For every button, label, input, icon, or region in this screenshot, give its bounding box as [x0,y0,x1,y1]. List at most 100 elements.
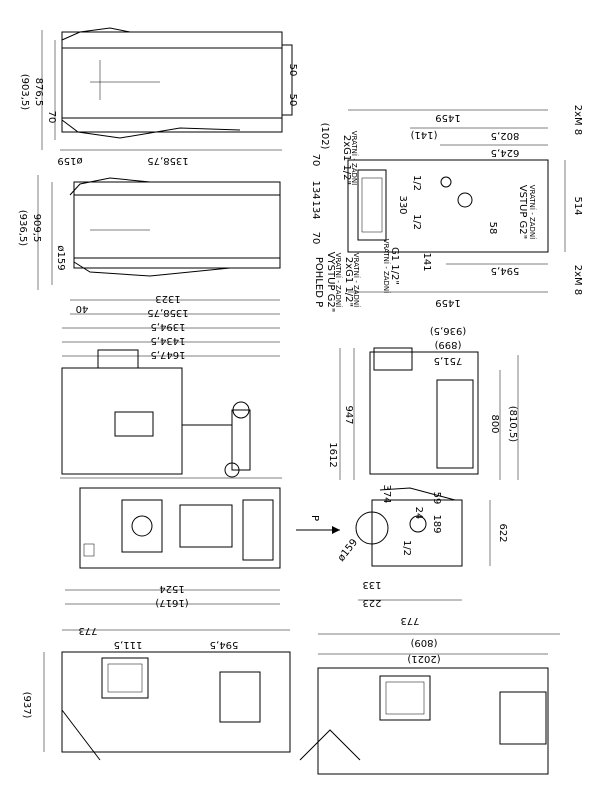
plan-outline [79,487,281,569]
lower-left-outline [61,651,291,753]
dim-141b: 141 [421,252,432,271]
outlet-connection [440,176,452,188]
rear-flue-box [357,169,387,241]
front-door [436,379,474,469]
lower-right-window [379,675,431,721]
label-g12-mid-sub: VRATNÍ - ZADNÍ [382,239,391,293]
dim-1434: 1434,5 [151,335,186,346]
front-burner [114,411,154,437]
dim-899: (899) [434,339,461,350]
dim-936-front: (936,5) [430,325,467,336]
hopper-lid [61,27,131,41]
front-boiler-top [373,347,413,371]
dim-59: 59 [431,492,442,505]
dim-594b: 594,5 [210,639,239,650]
dim-622: 622 [497,523,508,542]
feed-pipe [61,119,241,139]
front-fan-top [232,401,250,419]
dim-1459-bot: 1459 [435,297,460,308]
dim-12: 1/2 [401,540,412,556]
plan-panel [83,543,95,557]
label-pohled: POHLED P [313,257,324,307]
dim-800: 800 [489,414,500,433]
dim-70a: 70 [310,154,321,167]
dim-1459-top: 1459 [435,112,460,123]
lower-left-chute [61,709,101,761]
lower-right-window-inner [385,681,425,715]
dim-809: (809) [410,637,437,648]
label-vstup-sub: VRATNÍ - ZADNÍ [528,185,537,239]
dim-159: ø159 [57,155,82,166]
dim-2xm8-top: 2xM 8 [572,105,583,135]
dim-1323: 1323 [155,293,180,304]
dim-159b: ø159 [55,245,66,270]
view-side-right: P 374 59 24 189 1/2 ø159 622 133 223 773 [296,484,508,626]
dim-1358b: 1358,75 [147,307,188,318]
dim-936: (936,5) [17,210,28,247]
dim-909: 909,5 [31,214,42,243]
label-p: P [309,515,320,521]
dim-1617: (1617) [155,597,188,608]
dim-1394: 1394,5 [151,321,186,332]
dim-70: 70 [46,111,57,124]
view-right-top: 1459 (141) 802,5 624,5 2xM 8 514 (102) 2… [310,105,583,313]
rear-flue-inner [361,177,383,233]
dim-1647: 1647,5 [151,349,186,360]
side-flue [355,511,389,545]
dim-903: (903,5) [19,74,30,111]
lower-right-outline [317,667,549,775]
dim-134: 134 [310,180,321,199]
front-hopper [61,367,183,475]
side-connection [409,515,427,533]
dim-223: 223 [362,597,381,608]
view-bottom-left: 1524 (1617) [65,487,281,608]
plan-fan [179,504,233,548]
dim-773: 773 [400,615,419,626]
boiler-body-outline-2 [73,181,281,269]
dim-773b: 773 [78,625,97,636]
dim-12-b: 1/2 [411,214,422,230]
label-vstup: VSTUP G2" [517,185,528,240]
dim-102: (102) [319,123,330,150]
lower-left-fan [219,671,261,723]
plan-burner-circle [131,515,153,537]
arrow-p-head [332,526,340,534]
dim-50a: 50 [287,64,298,77]
dim-1358: 1358,75 [147,155,188,166]
lower-left-window [101,657,149,699]
view-bottom: 773 111,5 594,5 (937) (809) (2021) [21,625,560,775]
flange [281,44,293,116]
label-vystup-sub: VRATNÍ - ZADNÍ [334,253,343,307]
label-g12-top: 2xG1 1/2" [341,135,352,185]
side-top [379,487,456,501]
label-g12-bot: 2xG1 1/2" [343,257,354,307]
front-motor [224,462,240,478]
dim-134b: 134 [310,200,321,219]
rear-panel [347,159,549,253]
dim-624: 624,5 [491,147,520,158]
dim-50b: 50 [287,94,298,107]
dim-937: (937) [21,692,32,719]
dim-374: 374 [381,484,392,503]
dim-751: 751,5 [434,355,463,366]
dim-1524: 1524 [159,583,184,594]
side-body [371,499,463,567]
front-hopper-lid [97,349,139,369]
dim-802: 802,5 [491,130,520,141]
dim-58: 58 [487,222,498,235]
feed-pipe-2 [73,261,231,277]
dim-133: 133 [362,579,381,590]
lower-right-chute [299,729,361,761]
dim-40: 40 [76,303,89,314]
dim-12-a: 1/2 [411,175,422,191]
plan-burner [121,499,163,553]
label-g12-mid: G1 1/2" [389,247,400,285]
front-fan [231,409,251,471]
dim-111: 111,5 [114,639,143,650]
return-connection [457,192,473,208]
plan-hopper [242,499,274,561]
dim-514: 514 [572,196,583,215]
front-boiler [369,351,479,475]
dim-24: 24 [413,507,424,520]
dim-1612: 1612 [327,442,338,467]
